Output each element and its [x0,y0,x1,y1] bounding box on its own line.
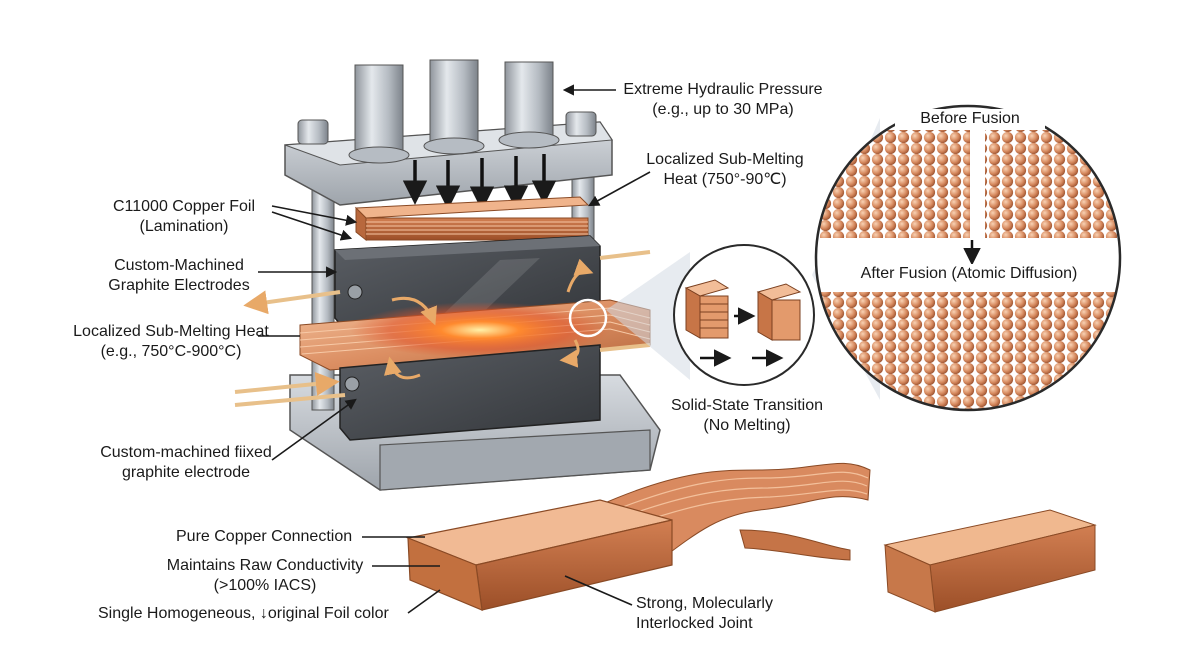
heat-circulation-arrow-icon [384,258,594,380]
hydraulic-cylinder [354,64,404,156]
bolt-nut [297,119,329,145]
current-flow-arrow-icon [234,250,651,407]
pressure-arrow-icon [402,154,557,211]
fused-copper-connection [405,462,871,611]
label-line: Interlocked Joint [636,615,753,632]
label-line: Custom-Machined [114,257,244,274]
label-line: Maintains Raw Conductivity [166,557,364,574]
localized-heat-left-label: Localized Sub-Melting Heat (e.g., 750°C-… [66,322,276,362]
label-line: Custom-machined fiixed [100,444,272,461]
label-line: graphite electrode [121,464,251,481]
graphite-electrodes-label: Custom-Machined Graphite Electrodes [96,256,262,296]
label-line: C11000 Copper Foil [112,198,255,215]
label-line: Strong, Molecularly [636,595,773,612]
label-line: Heat (750°-90℃) [663,171,787,188]
pure-copper-label: Pure Copper Connection [176,528,353,545]
leader-lines [258,84,651,614]
copper-foil-label: C11000 Copper Foil (Lamination) [96,197,272,237]
electrode-bolt [344,376,360,392]
solid-state-label: Solid-State Transition (No Melting) [652,396,842,436]
bolt-nut [565,111,597,137]
hydraulic-press [234,59,661,491]
conductivity-label: Maintains Raw Conductivity (>100% IACS) [158,556,372,596]
label-line: Graphite Electrodes [108,277,250,294]
hydraulic-pressure-label: Extreme Hydraulic Pressure (e.g., up to … [618,80,828,120]
interlocked-joint-label: Strong, Molecularly Interlocked Joint [636,594,773,634]
solid-state-zoom-circle [673,244,815,386]
after-fusion-label: After Fusion (Atomic Diffusion) [836,264,1102,284]
localized-heat-top-label: Localized Sub-Melting Heat (750°-90℃) [630,150,820,190]
copper-foil-stack-top [354,196,590,242]
copper-block-sample [883,509,1097,613]
heat-glow [350,302,610,358]
magnifier-callout-icon [568,298,608,338]
hydraulic-cylinder [429,59,479,149]
electrode-bolt [347,284,363,300]
label-line: (Lamination) [139,218,229,235]
graphite-electrode-lower [339,344,601,441]
label-line: Localized Sub-Melting Heat [73,323,269,340]
label-line: Solid-State Transition [670,397,824,414]
label-line: Localized Sub-Melting [646,151,804,168]
homogeneous-label: Single Homogeneous, ↓original Foil color [98,605,389,622]
label-line: (>100% IACS) [213,577,317,594]
hydraulic-cylinder [504,61,554,141]
fixed-electrode-label: Custom-machined fiixed graphite electrod… [96,443,276,483]
copper-foil-stack-middle [299,299,651,371]
before-fusion-label: Before Fusion [895,109,1045,129]
label-line: Extreme Hydraulic Pressure [623,81,823,98]
label-line: (No Melting) [703,417,791,434]
label-line: (e.g., 750°C-900°C) [100,343,242,360]
label-line: (e.g., up to 30 MPa) [652,101,794,118]
